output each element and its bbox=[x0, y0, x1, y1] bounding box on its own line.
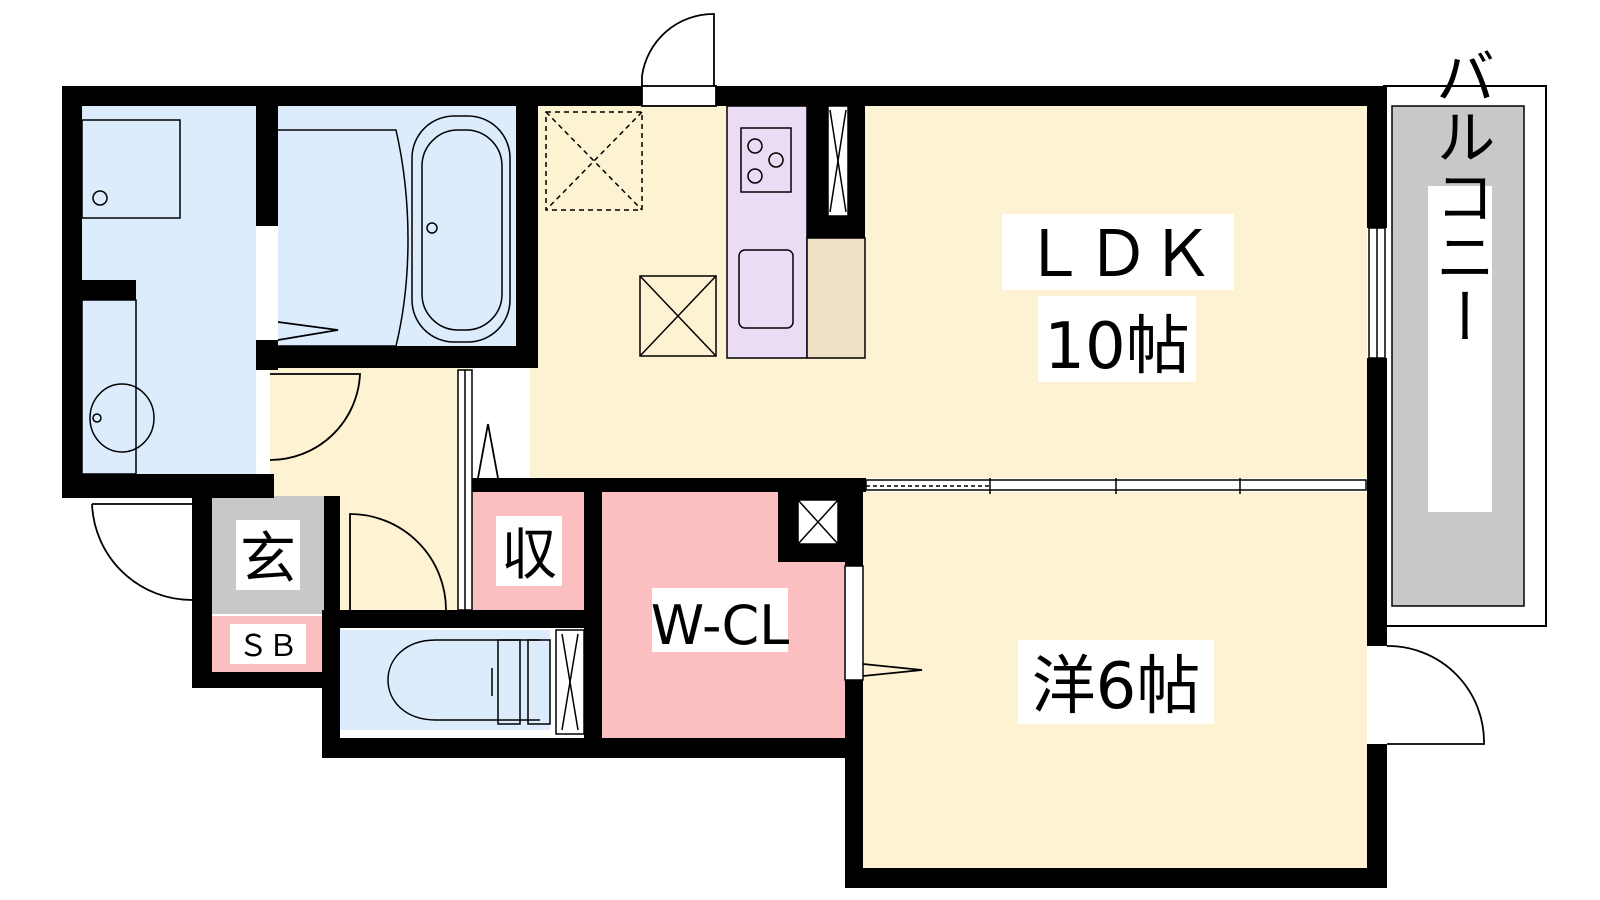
balcony-label: バルコニー bbox=[1425, 46, 1495, 512]
balcony-window bbox=[1368, 227, 1386, 359]
counter-cabinet bbox=[806, 237, 866, 359]
entrance-name: 玄 bbox=[240, 527, 296, 592]
wcl-label: W-CL bbox=[651, 588, 789, 657]
storage-label: 収 bbox=[496, 516, 562, 588]
sliding-door bbox=[865, 478, 1367, 494]
entrance-label: 玄 bbox=[236, 520, 300, 592]
shoebox-name: ＳＢ bbox=[238, 629, 298, 664]
ldk-name: ＬＤＫ bbox=[1022, 218, 1214, 292]
western-label: 洋6帖 bbox=[1018, 640, 1214, 724]
shoebox-label: ＳＢ bbox=[230, 624, 306, 664]
ldk-label: ＬＤＫ 10帖 bbox=[1002, 214, 1234, 384]
balcony-name: バルコニー bbox=[1425, 46, 1495, 346]
wcl-name: W-CL bbox=[651, 594, 789, 657]
toilet-floor bbox=[340, 630, 550, 730]
ldk-size: 10帖 bbox=[1044, 310, 1189, 384]
western-name: 洋6帖 bbox=[1032, 650, 1201, 724]
fixtures bbox=[81, 105, 864, 735]
bathroom-floor bbox=[278, 106, 516, 346]
ldk-floor bbox=[530, 106, 1367, 478]
storage-name: 収 bbox=[501, 523, 557, 588]
doors bbox=[91, 13, 1485, 745]
walls bbox=[62, 86, 1387, 888]
hallway-partition bbox=[457, 369, 473, 611]
